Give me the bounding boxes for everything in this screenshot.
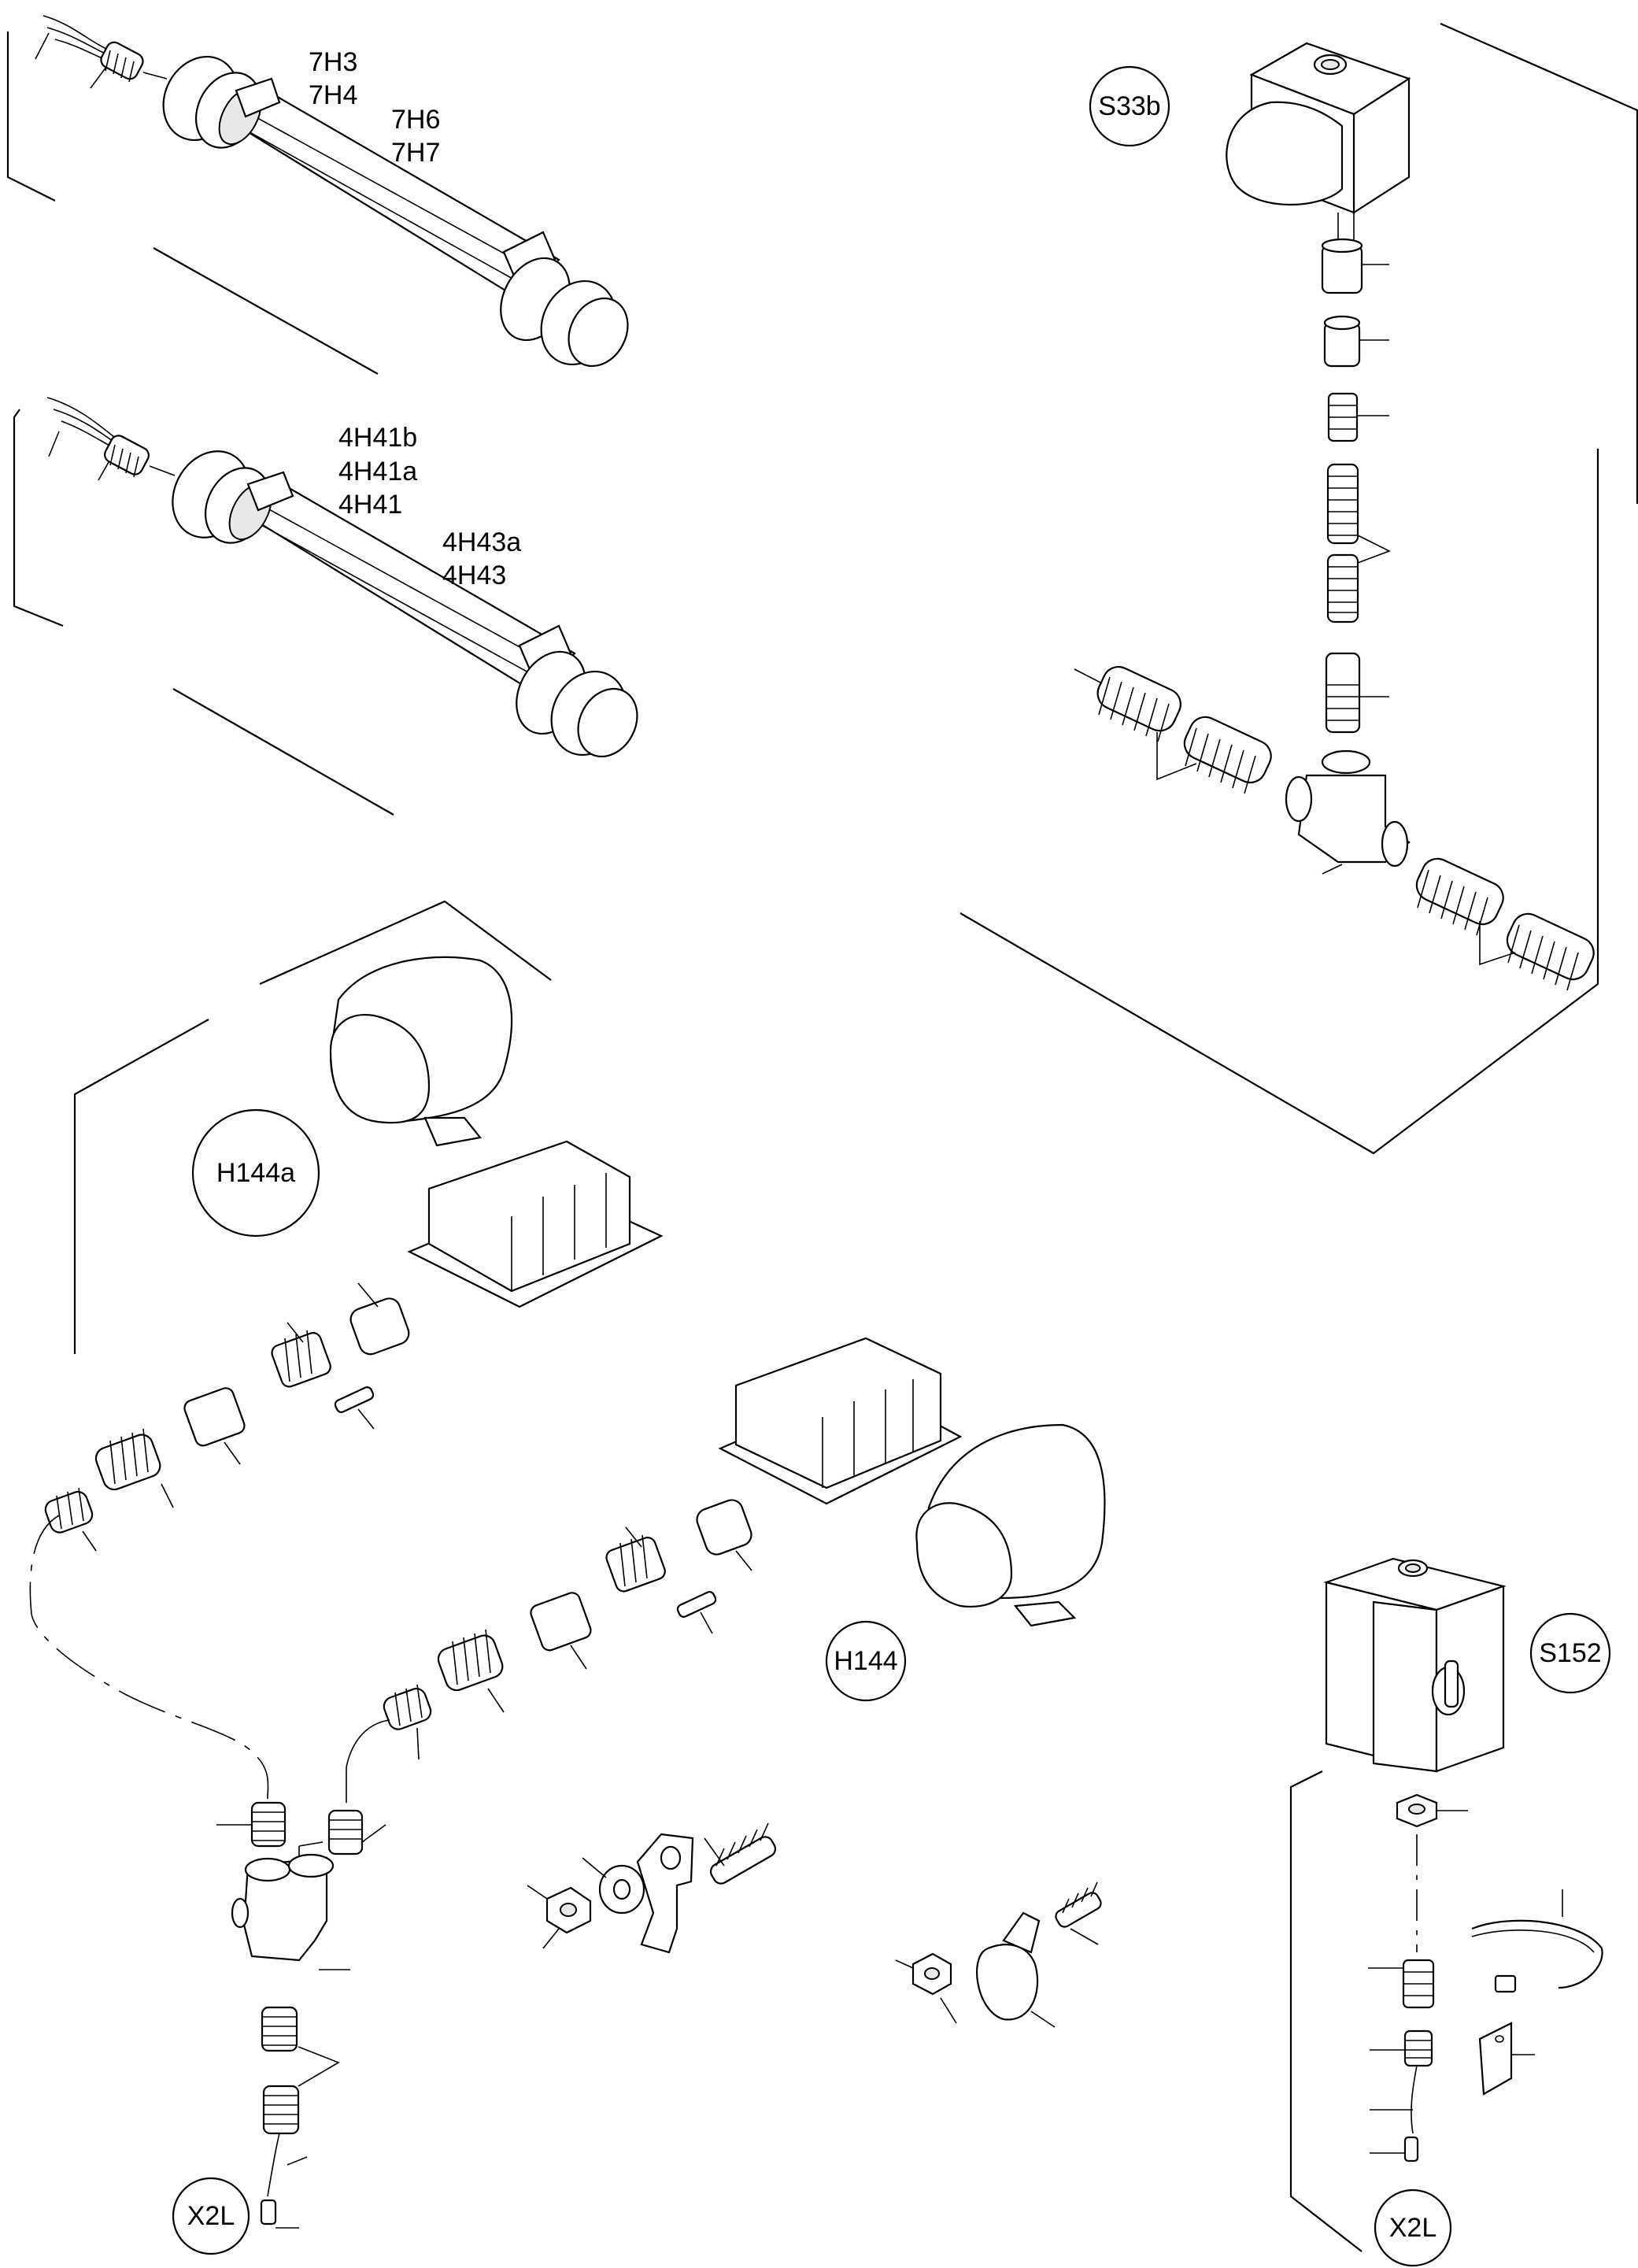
lamp-assembly-1: 7H3 7H4 7H6 7H7 [6, 15, 629, 375]
lamp-label: 7H4 [309, 80, 357, 110]
lamp-assembly-2: 4H41b 4H41a 4H41 4H43a 4H43 [13, 397, 638, 816]
callout-label: X2L [187, 2201, 235, 2231]
callout-circle [172, 2177, 250, 2255]
lamp-label: 4H41b [338, 423, 417, 453]
callout-label: X2L [1389, 2213, 1437, 2243]
lamp-label: 4H43a [442, 527, 521, 557]
lamp-label: 7H7 [391, 138, 440, 168]
callout-circle [1374, 2188, 1452, 2267]
switch-s152-assembly: S152 X2L [1289, 1557, 1611, 2267]
lamp-h144-assembly: H144a H144 [29, 900, 1106, 2255]
lamp-label: 7H3 [309, 47, 357, 77]
callout-circle [1529, 1612, 1611, 1694]
lamp-label: 4H41a [338, 457, 417, 487]
callout-label: S152 [1539, 1638, 1601, 1668]
mounting-hardware [527, 1822, 1102, 2028]
lamp-label: 4H43 [442, 561, 506, 590]
callout-label: H144 [834, 1646, 897, 1676]
switch-s33b-assembly: S33b [960, 22, 1638, 1155]
lamp-label: 4H41 [338, 490, 402, 520]
callout-label: S33b [1098, 91, 1160, 121]
lamp-label: 7H6 [391, 105, 440, 135]
callout-circle [825, 1620, 907, 1702]
callout-circle [191, 1108, 320, 1238]
callout-circle [1089, 65, 1170, 147]
callout-label: H144a [216, 1158, 295, 1188]
